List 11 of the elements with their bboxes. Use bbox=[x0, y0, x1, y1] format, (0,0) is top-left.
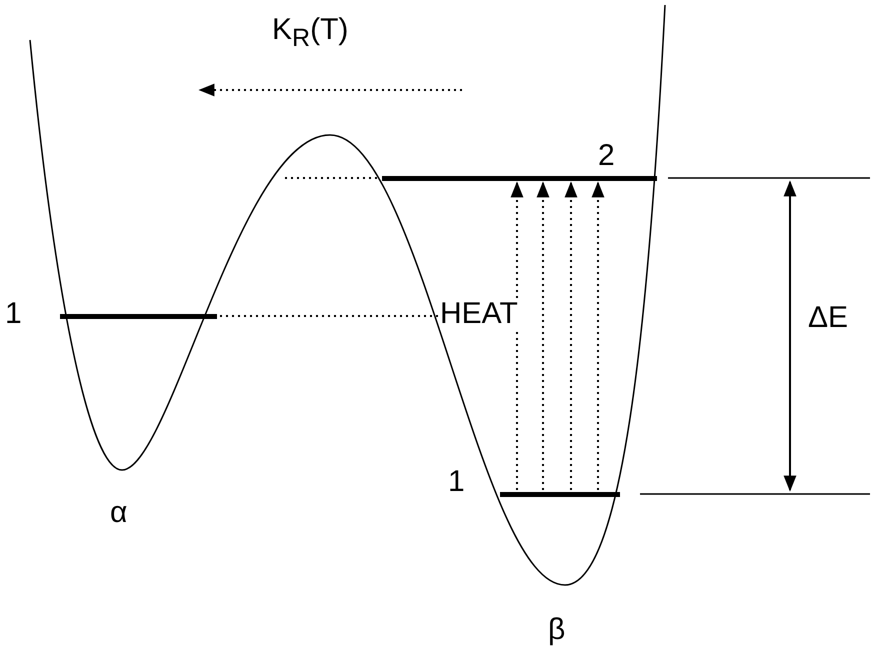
arrow bbox=[592, 181, 604, 490]
level-number: 1 bbox=[448, 466, 465, 498]
arrow bbox=[564, 181, 578, 490]
level-number: 1 bbox=[5, 298, 22, 330]
well-label: α bbox=[110, 497, 128, 529]
arrow bbox=[510, 181, 524, 490]
well-label: β bbox=[548, 614, 566, 646]
arrow bbox=[536, 181, 550, 490]
level-number: 2 bbox=[598, 140, 615, 172]
energy-gap-label: ΔE bbox=[808, 302, 848, 334]
rate-label: K$_{R}$(T) bbox=[272, 14, 348, 54]
